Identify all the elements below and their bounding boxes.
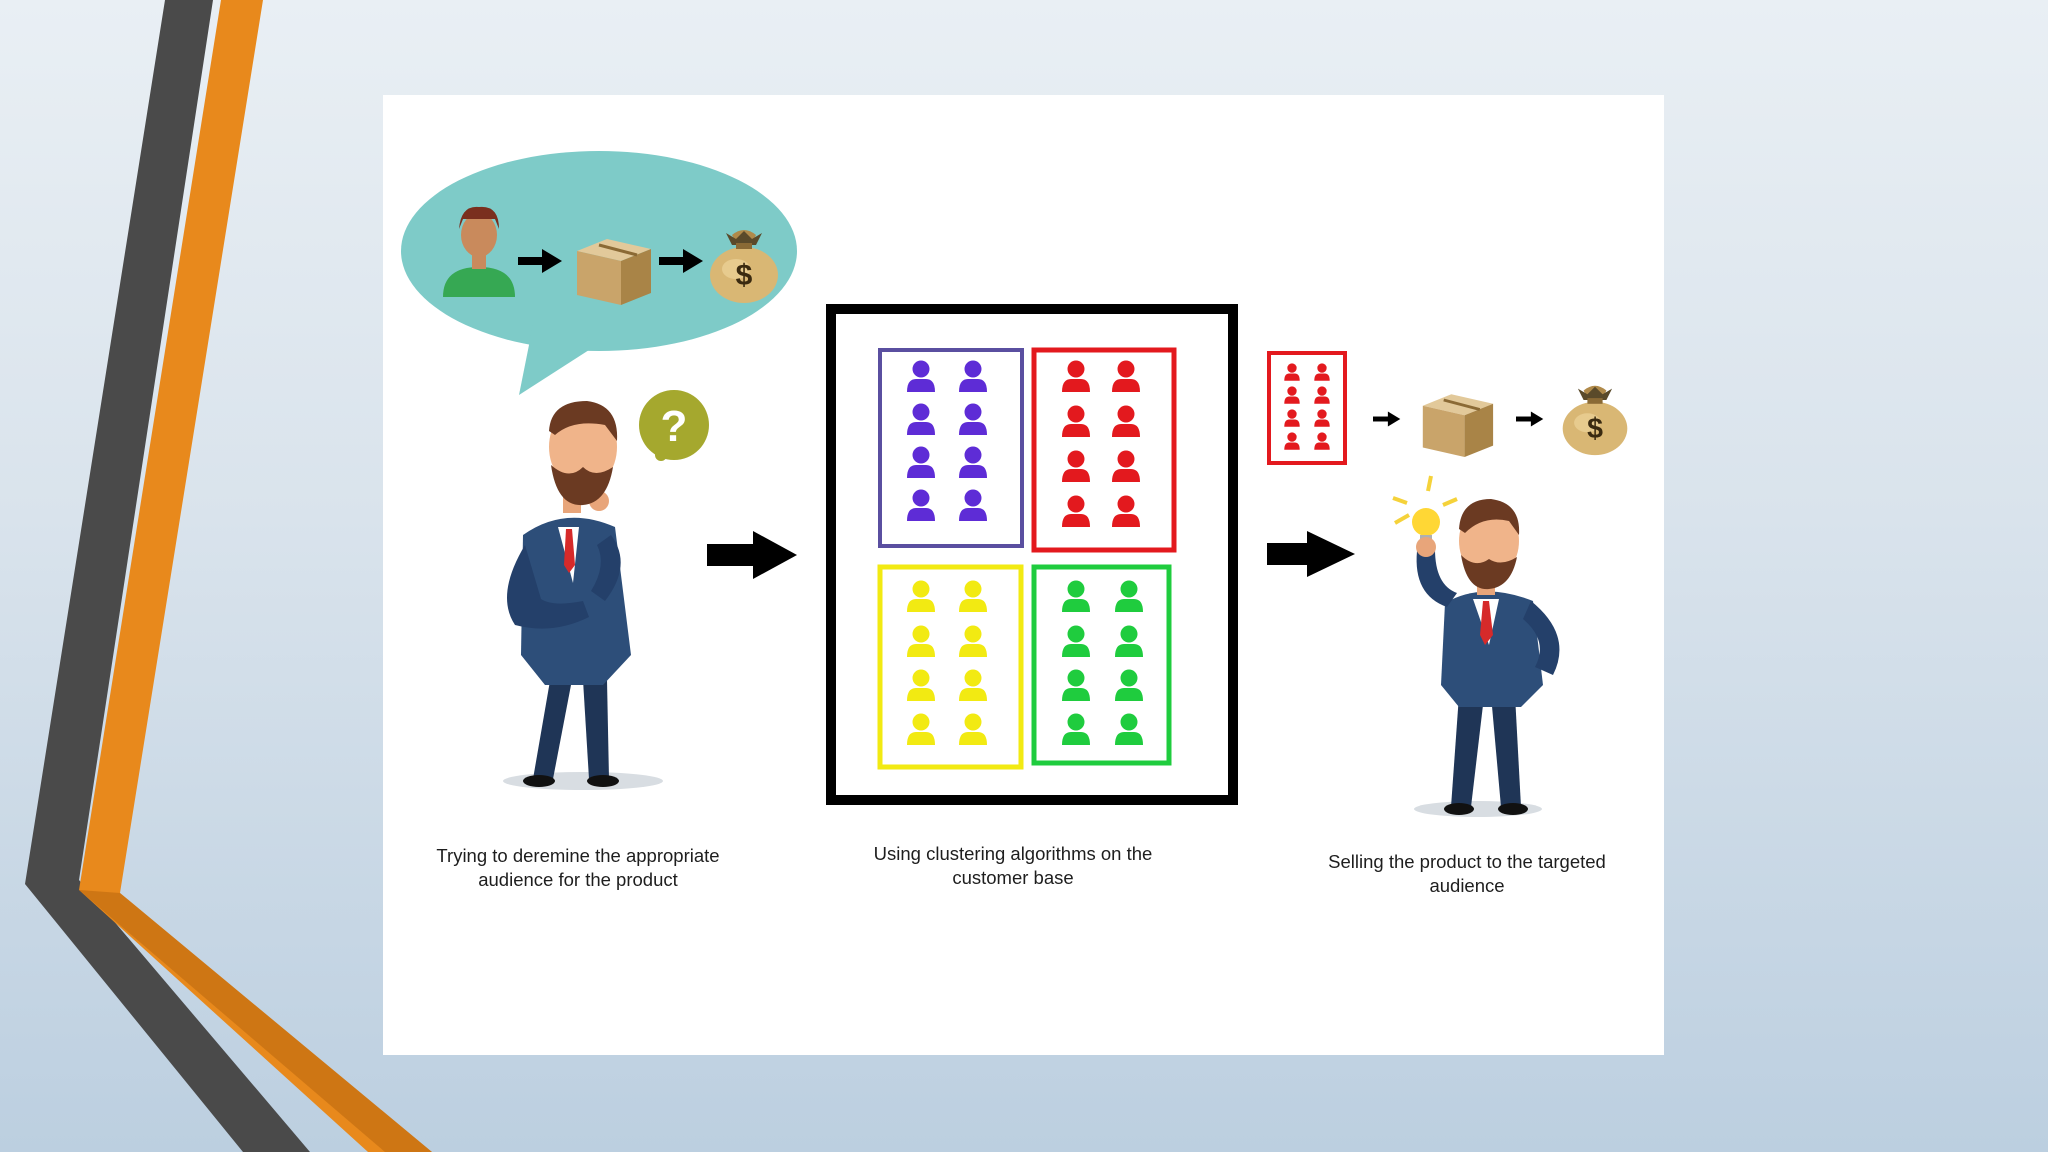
- thinking-businessman-illustration: ?: [503, 390, 709, 790]
- caption-step-1: Trying to deremine the appropriate audie…: [423, 844, 733, 892]
- flow-arrow-icon: [707, 531, 797, 579]
- idea-businessman-illustration: [1393, 476, 1559, 817]
- diagram-panel: $ ?: [383, 95, 1664, 1055]
- svg-text:?: ?: [661, 402, 688, 451]
- dollar-sign: $: [736, 259, 753, 292]
- target-segment-icon: [1269, 353, 1345, 463]
- question-mark-icon: ?: [639, 390, 709, 460]
- arrow-icon: [1373, 412, 1400, 427]
- lightbulb-icon: [1393, 476, 1457, 544]
- arrow-icon: [1516, 412, 1543, 427]
- targeted-flow: $: [1269, 353, 1627, 463]
- money-bag-icon: $: [1563, 386, 1628, 455]
- caption-step-2: Using clustering algorithms on the custo…: [858, 842, 1168, 890]
- thought-bubble: $: [401, 151, 797, 395]
- flow-arrow-icon: [1267, 531, 1355, 577]
- cluster-frame: [831, 309, 1233, 800]
- caption-step-3: Selling the product to the targeted audi…: [1312, 850, 1622, 898]
- dollar-sign: $: [1587, 413, 1603, 445]
- product-box-icon: [1423, 394, 1493, 457]
- product-box-icon: [577, 239, 651, 305]
